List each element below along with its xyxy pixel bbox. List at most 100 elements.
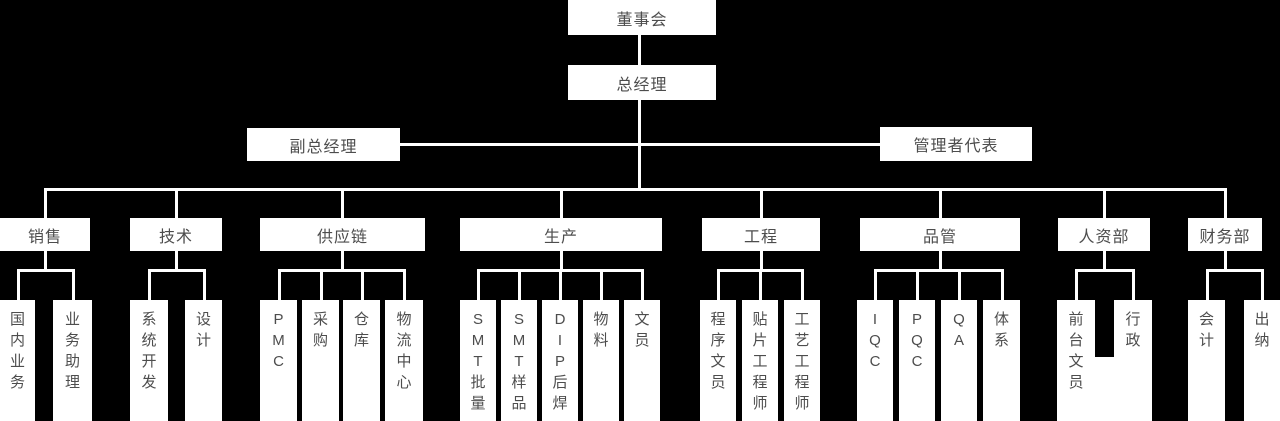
connector-line: [477, 269, 480, 300]
dept-node-technology: 技术: [130, 218, 222, 251]
connector-line: [341, 188, 344, 218]
connector-line: [175, 188, 178, 218]
connector-line: [958, 269, 961, 300]
sub-node-finance-1: 出 纳: [1244, 300, 1280, 421]
connector-line: [148, 269, 206, 272]
sub-node-production-3: 物 料: [583, 300, 619, 421]
node-general-manager: 总经理: [568, 65, 716, 100]
connector-line: [319, 269, 323, 300]
dept-node-production-label: 生产: [543, 228, 578, 246]
connector-line: [1103, 251, 1106, 272]
sub-node-hr-0: 前 台 文 员: [1057, 300, 1095, 421]
sub-node-sales-0: 国 内 业 务: [0, 300, 35, 421]
sub-node-production-0: S M T 批 量: [460, 300, 496, 421]
connector-line: [1075, 269, 1078, 300]
sub-node-engineering-1-label: 贴 片 工 程 师: [752, 311, 768, 412]
dept-node-engineering: 工程: [702, 218, 820, 251]
dept-node-hr: 人资部: [1058, 218, 1150, 251]
connector-line: [1224, 251, 1227, 272]
dept-node-supply-chain: 供应链: [260, 218, 425, 251]
sub-node-quality-1: P Q C: [899, 300, 935, 421]
dept-node-supply-chain-label: 供应链: [316, 228, 368, 246]
connector-line: [44, 251, 47, 272]
connector-line: [939, 251, 942, 272]
sub-node-supply-chain-2: 仓 库: [343, 300, 380, 421]
dept-node-finance-label: 财务部: [1199, 228, 1251, 246]
sub-node-supply-chain-1-label: 采 购: [312, 311, 328, 349]
sub-node-supply-chain-3: 物 流 中 心: [385, 300, 423, 421]
node-deputy-general-manager-label: 副总经理: [289, 138, 358, 156]
connector-line: [341, 251, 344, 272]
sub-node-finance-0: 会 计: [1188, 300, 1225, 421]
connector-line: [175, 251, 178, 272]
sub-node-hr-1: 行 政: [1114, 300, 1152, 421]
sub-node-technology-0: 系 统 开 发: [130, 300, 168, 421]
sub-node-production-4-label: 文 员: [634, 311, 650, 349]
sub-node-production-4: 文 员: [624, 300, 660, 421]
sub-node-production-0-label: S M T 批 量: [470, 311, 486, 412]
dept-node-technology-label: 技术: [158, 228, 193, 246]
connector-line: [1205, 269, 1209, 300]
sub-node-supply-chain-2-label: 仓 库: [353, 311, 369, 349]
sub-node-engineering-1: 贴 片 工 程 师: [742, 300, 778, 421]
sub-node-engineering-2: 工 艺 工 程 师: [784, 300, 820, 421]
connector-line: [148, 269, 151, 300]
dept-node-hr-label: 人资部: [1078, 228, 1130, 246]
connector-line: [638, 35, 641, 65]
sub-node-hr-0-label: 前 台 文 员: [1068, 311, 1084, 391]
connector-line: [560, 188, 563, 218]
connector-line: [518, 269, 521, 300]
connector-line: [277, 269, 281, 300]
sub-node-quality-3-label: 体 系: [993, 311, 1009, 349]
connector-line: [277, 269, 406, 272]
connector-line: [874, 269, 877, 300]
connector-line: [202, 269, 206, 300]
connector-line: [939, 188, 942, 218]
sub-node-sales-0-label: 国 内 业 务: [9, 311, 25, 391]
sub-node-sales-1-label: 业 务 助 理: [64, 311, 80, 391]
connector-line: [403, 269, 406, 300]
connector-line: [874, 269, 1004, 272]
connector-line: [1205, 269, 1264, 272]
connector-line: [760, 188, 763, 218]
sub-node-production-2-label: D I P 后 焊: [552, 311, 568, 412]
sub-node-sales-1: 业 务 助 理: [53, 300, 92, 421]
dept-node-engineering-label: 工程: [743, 228, 778, 246]
connector-line: [600, 269, 603, 300]
connector-line: [16, 269, 75, 272]
dept-node-finance: 财务部: [1188, 218, 1262, 251]
sub-node-finance-0-label: 会 计: [1198, 311, 1214, 349]
sub-node-technology-1-label: 设 计: [195, 311, 211, 349]
sub-node-quality-2: Q A: [941, 300, 977, 421]
sub-node-hr-1-label: 行 政: [1125, 311, 1141, 349]
connector-line: [759, 269, 762, 300]
sub-node-quality-3: 体 系: [983, 300, 1020, 421]
sub-node-technology-1: 设 计: [185, 300, 222, 421]
connector-line: [1103, 188, 1106, 218]
node-board-label: 董事会: [616, 11, 668, 29]
sub-node-production-1: S M T 样 品: [501, 300, 537, 421]
sub-node-engineering-0: 程 序 文 员: [700, 300, 736, 421]
dept-node-sales-label: 销售: [27, 228, 62, 246]
dept-node-production: 生产: [460, 218, 662, 251]
dept-node-sales: 销售: [0, 218, 90, 251]
connector-line: [44, 188, 1227, 191]
sub-node-production-3-label: 物 料: [593, 311, 609, 349]
dept-node-quality-label: 品管: [922, 228, 957, 246]
sub-node-production-1-label: S M T 样 品: [511, 311, 527, 412]
connector-line: [559, 269, 562, 300]
dept-node-quality: 品管: [860, 218, 1020, 251]
node-general-manager-label: 总经理: [616, 76, 668, 94]
connector-line: [71, 269, 75, 300]
connector-line: [400, 143, 880, 146]
sub-node-supply-chain-0: P M C: [260, 300, 297, 421]
connector-line: [44, 188, 47, 218]
node-deputy-general-manager: 副总经理: [247, 128, 400, 161]
sub-node-supply-chain-1: 采 购: [302, 300, 339, 421]
connector-line: [717, 269, 720, 300]
sub-node-quality-0: I Q C: [857, 300, 893, 421]
connector-line: [760, 251, 763, 272]
white-patch: [1095, 357, 1115, 421]
sub-node-production-2: D I P 后 焊: [542, 300, 578, 421]
